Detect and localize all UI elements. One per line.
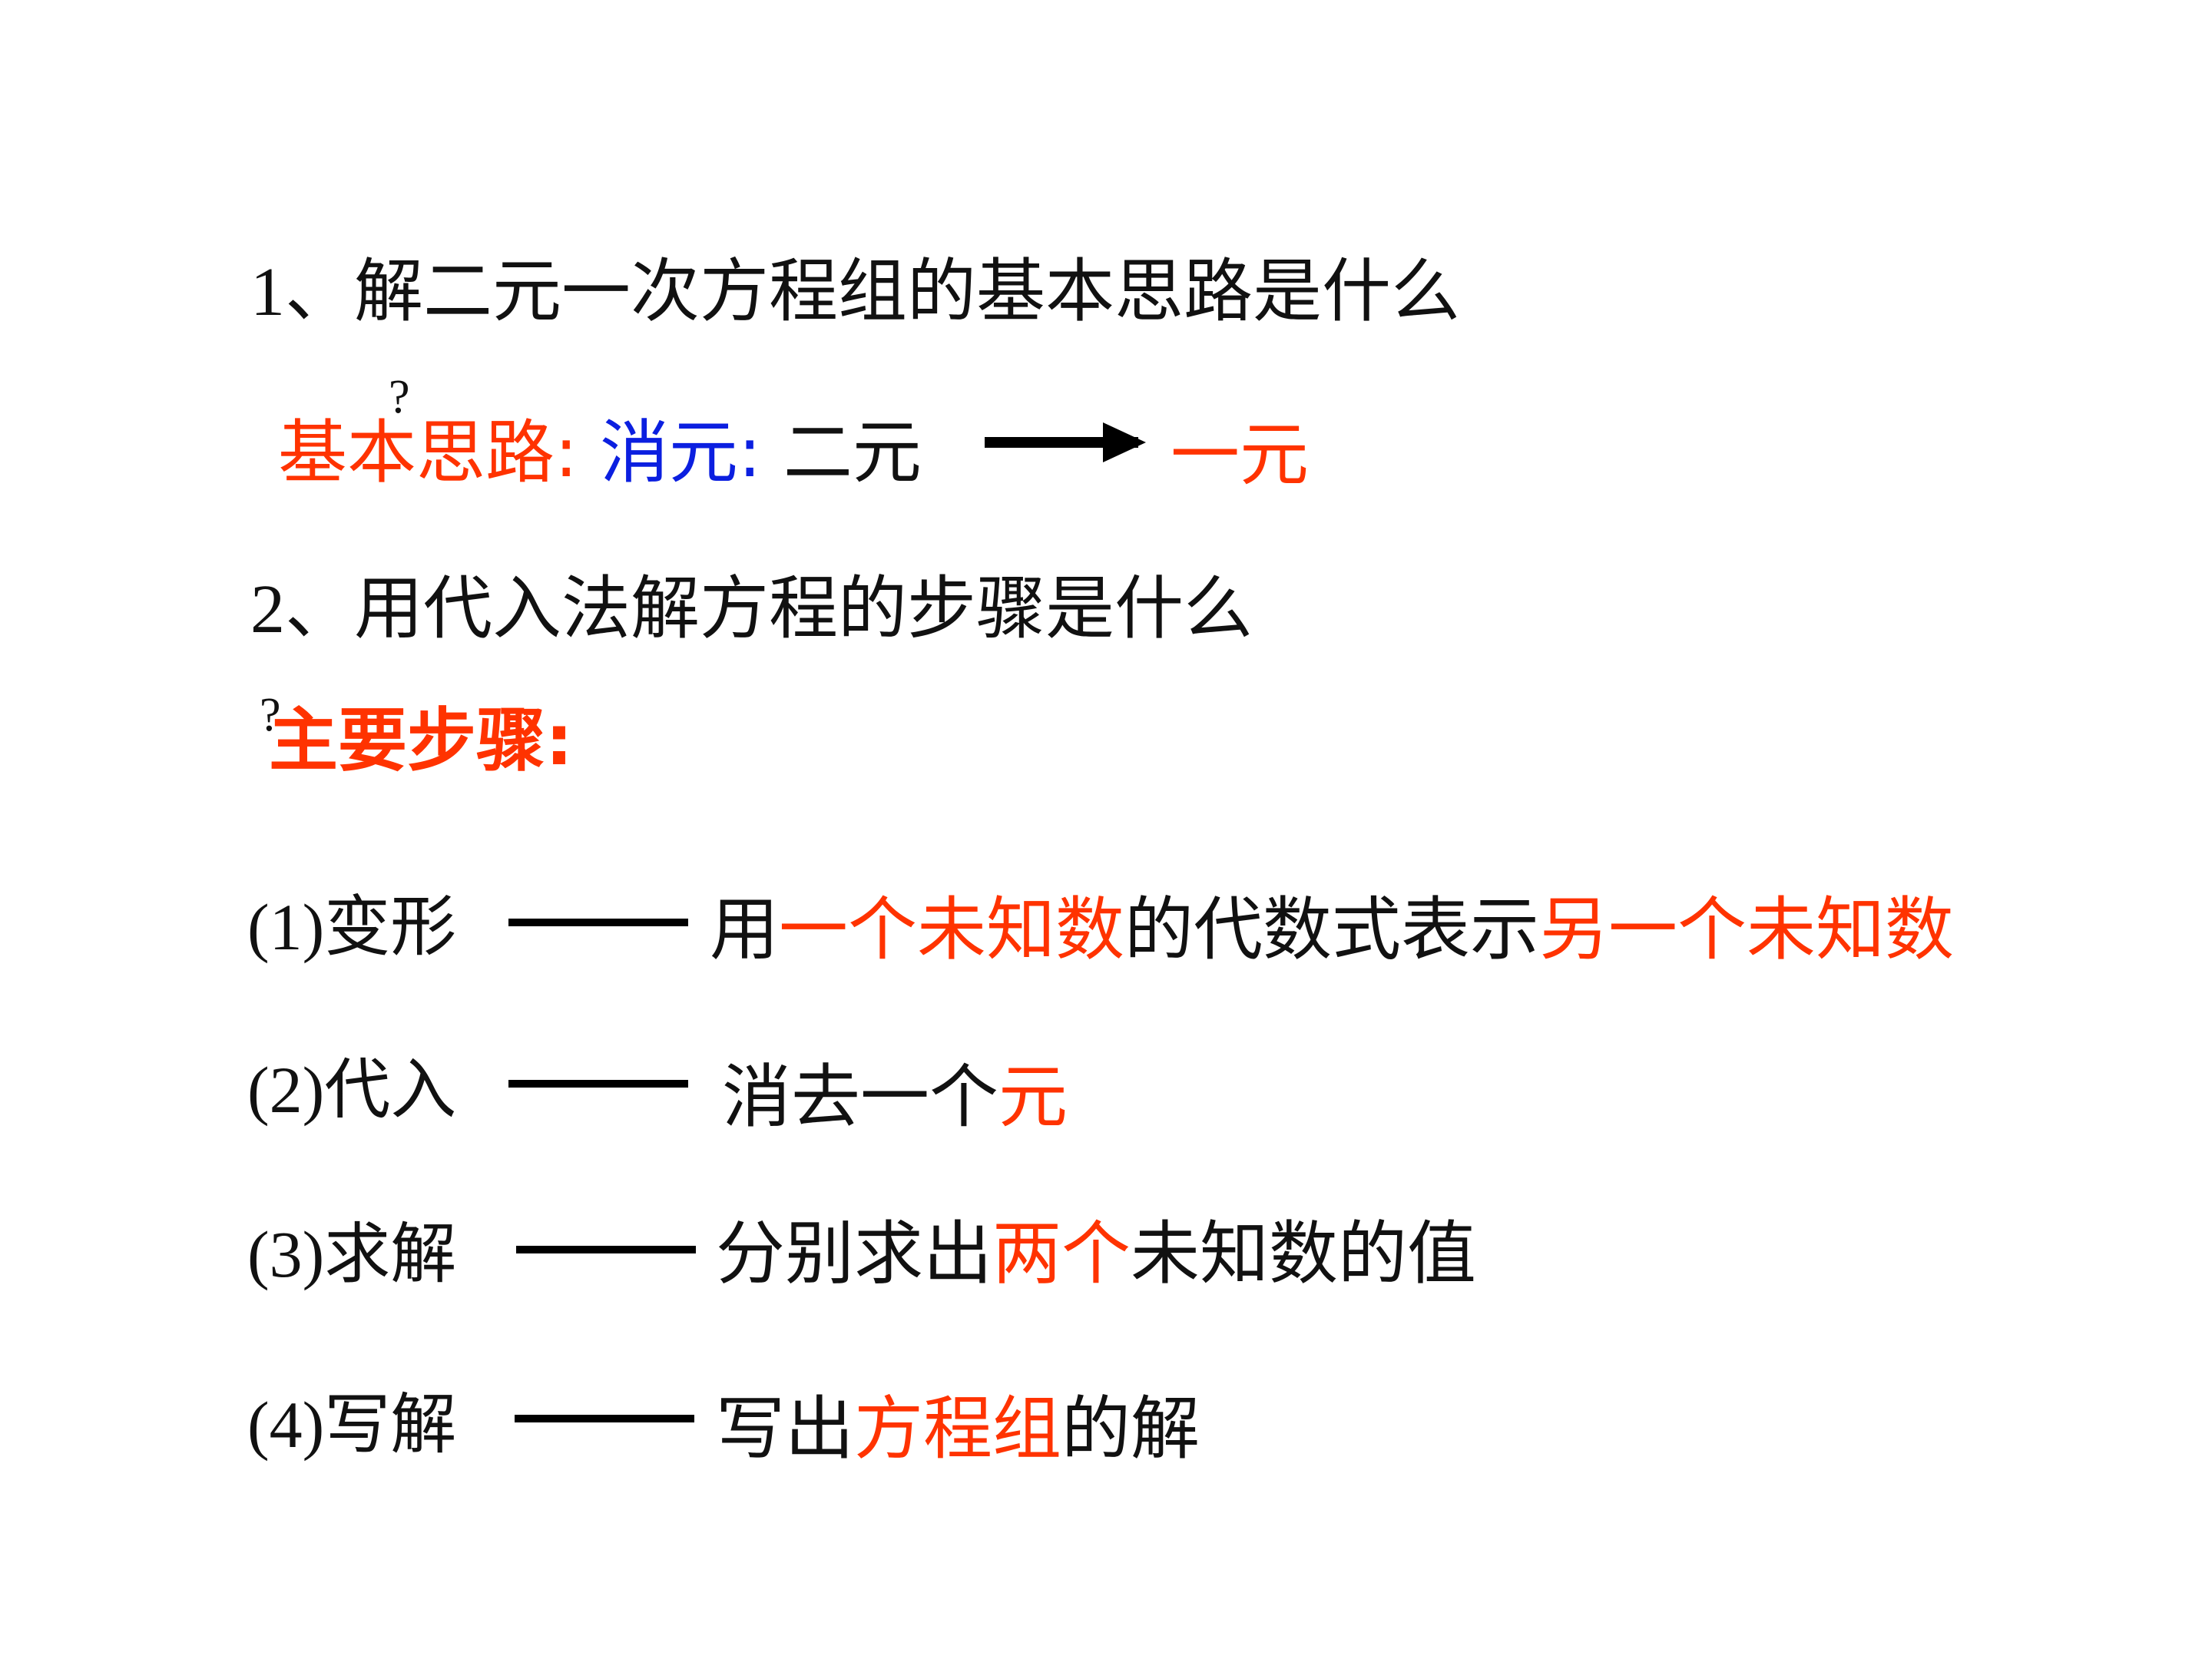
question-2-separator: 、 bbox=[285, 568, 354, 649]
question-2-number: 2 bbox=[250, 571, 285, 647]
main-steps-heading: 主要步骤: bbox=[269, 707, 573, 776]
step-1-part-4: 另一个未知数 bbox=[1539, 889, 1954, 970]
step-1-label: (1)变形 bbox=[247, 894, 456, 960]
step-3-label: (3)求解 bbox=[247, 1221, 456, 1287]
step-1-part-3: 的代数式表示 bbox=[1124, 889, 1539, 970]
step-4-number: (4) bbox=[247, 1388, 325, 1462]
step-2-name: 代入 bbox=[324, 1051, 457, 1128]
elimination-colon: : bbox=[737, 412, 762, 493]
step-4-description: 写出方程组的解 bbox=[716, 1395, 1200, 1464]
basic-idea-colon: : bbox=[555, 412, 578, 493]
step-4-label: (4)写解 bbox=[247, 1392, 456, 1458]
step-1-dash bbox=[508, 919, 688, 926]
step-4-dash bbox=[515, 1415, 694, 1422]
step-3-name: 求解 bbox=[324, 1216, 457, 1293]
question-1: 1、解二元一次方程组的基本思路是什么 bbox=[250, 257, 1460, 327]
question-1-number: 1 bbox=[250, 254, 285, 330]
step-1-part-2: 一个未知数 bbox=[779, 889, 1124, 970]
arrow-shaft bbox=[985, 437, 1138, 448]
two-variables-text: 二元 bbox=[783, 412, 922, 493]
step-2-number: (2) bbox=[247, 1053, 325, 1127]
step-2-label: (2)代入 bbox=[247, 1057, 456, 1123]
step-4-name: 写解 bbox=[324, 1386, 457, 1463]
question-mark-1: ? bbox=[389, 371, 410, 423]
step-1-number: (1) bbox=[247, 890, 325, 964]
step-3-part-1: 分别求出 bbox=[716, 1214, 992, 1294]
step-1-description: 用一个未知数的代数式表示另一个未知数 bbox=[710, 896, 1954, 965]
step-3-number: (3) bbox=[247, 1217, 325, 1291]
step-2-description: 消去一个元 bbox=[722, 1063, 1068, 1132]
elimination-term: 消元 bbox=[599, 412, 738, 493]
step-1-part-1: 用 bbox=[710, 889, 779, 970]
question-1-text: 解二元一次方程组的基本思路是什么 bbox=[354, 251, 1460, 332]
step-3-description: 分别求出两个未知数的值 bbox=[716, 1220, 1476, 1289]
step-2-part-2: 元 bbox=[998, 1057, 1068, 1137]
step-4-part-3: 的解 bbox=[1061, 1389, 1200, 1469]
question-2: 2、用代入法解方程的步骤是什么 bbox=[250, 575, 1253, 644]
step-3-dash bbox=[516, 1246, 696, 1253]
step-1-name: 变形 bbox=[324, 889, 457, 965]
basic-idea-label: 基本思路 bbox=[278, 412, 555, 493]
step-3-part-3: 未知数的值 bbox=[1131, 1214, 1476, 1294]
main-steps-label: 主要步骤 bbox=[269, 700, 545, 781]
answer-1: 基本思路: 消元: 二元 bbox=[278, 419, 922, 488]
main-steps-colon: : bbox=[545, 700, 573, 781]
question-2-text: 用代入法解方程的步骤是什么 bbox=[354, 568, 1253, 649]
step-2-part-1: 消去一个 bbox=[722, 1057, 998, 1137]
question-1-separator: 、 bbox=[285, 251, 354, 332]
step-2-dash bbox=[508, 1080, 688, 1088]
step-3-part-2: 两个 bbox=[992, 1214, 1131, 1294]
step-4-part-1: 写出 bbox=[716, 1389, 854, 1469]
right-arrow-icon bbox=[1103, 422, 1146, 462]
one-variable-text: 一元 bbox=[1171, 415, 1309, 495]
question-mark-2: ? bbox=[260, 689, 281, 741]
step-4-part-2: 方程组 bbox=[854, 1389, 1061, 1469]
